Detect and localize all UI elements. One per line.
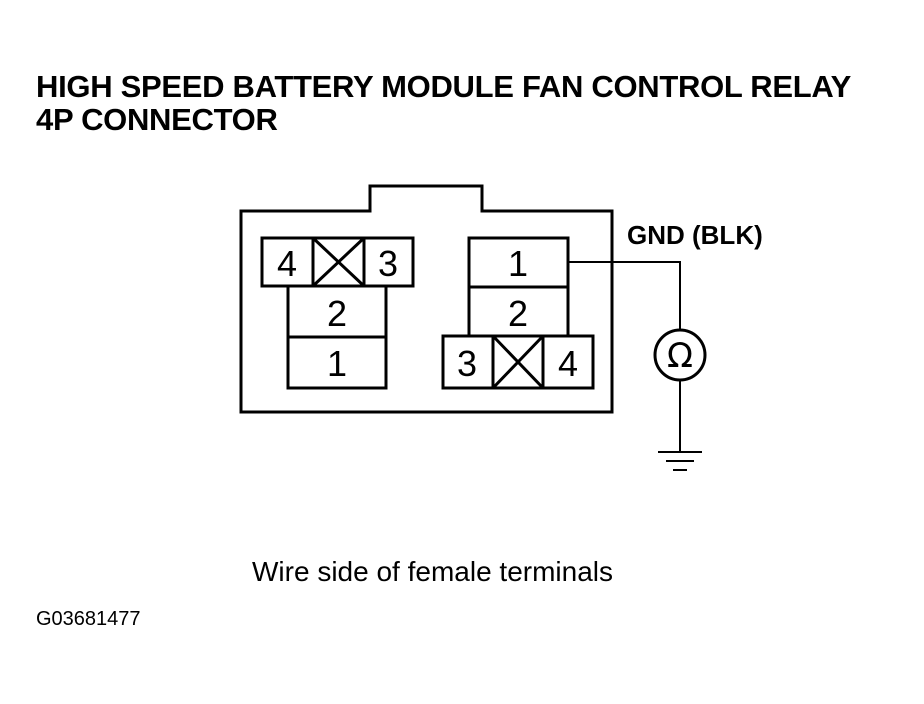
connector-b-blank-mark — [491, 334, 545, 390]
connector-a-pin-1-cell — [286, 335, 388, 390]
title-line-2: 4P CONNECTOR — [36, 102, 278, 137]
test-lead-wire — [568, 261, 681, 330]
connector-b-pin-4-cell — [541, 334, 595, 390]
ground-label: GND (BLK) — [627, 220, 763, 250]
connector-a: 4 3 2 1 — [260, 236, 415, 390]
connector-a-blank-mark — [311, 236, 366, 288]
figure-id: G03681477 — [36, 608, 141, 630]
connector-b-pin-4-label: 4 — [558, 343, 578, 384]
connector-b-pin-2-label: 2 — [508, 293, 528, 334]
connector-b-pin-1-label: 1 — [508, 243, 528, 284]
connector-a-pin-4-label: 4 — [277, 243, 297, 284]
diagram-title: HIGH SPEED BATTERY MODULE FAN CONTROL RE… — [36, 70, 851, 136]
connector-a-pin-3-label: 3 — [378, 243, 398, 284]
connector-b-pin-3-label: 3 — [457, 343, 477, 384]
diagram-caption: Wire side of female terminals — [252, 556, 614, 587]
connector-a-pin-1-label: 1 — [327, 343, 347, 384]
ohm-icon: Ω — [667, 336, 693, 376]
connector-b: 1 2 3 4 — [441, 236, 595, 390]
title-line-1: HIGH SPEED BATTERY MODULE FAN CONTROL RE… — [36, 69, 851, 104]
connector-a-pin-2-label: 2 — [327, 293, 347, 334]
connector-housing — [239, 184, 614, 414]
connector-a-pin-3-cell — [362, 236, 415, 288]
ground-icon — [658, 451, 702, 471]
